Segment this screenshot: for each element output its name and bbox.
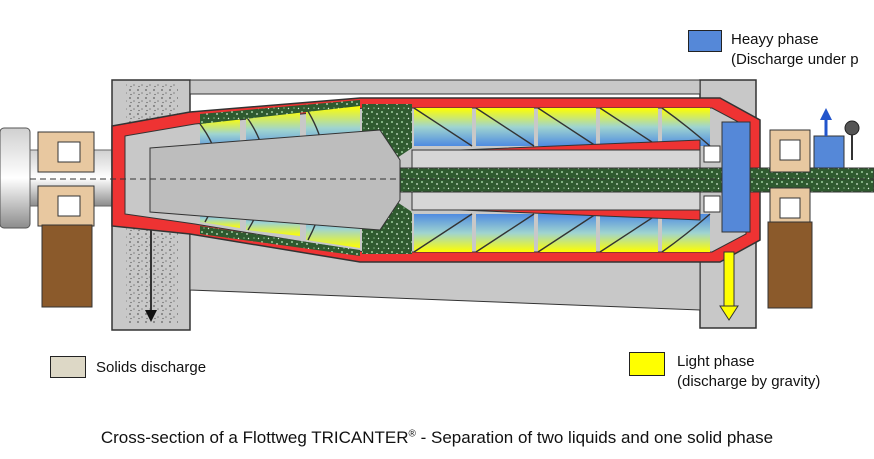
caption-rest: - Separation of two liquids and one soli… [415, 428, 774, 447]
light-phase-note: (discharge by gravity) [677, 373, 821, 390]
caption-main: Cross-section of a Flottweg TRICANTER [100, 428, 409, 447]
heavy-phase-arrow-icon [820, 108, 832, 120]
left-bearing [37, 131, 95, 308]
figure-caption: Cross-section of a Flottweg TRICANTER® -… [0, 428, 874, 448]
solids-discharge-swatch [50, 356, 86, 378]
tricanter-cross-section [0, 79, 874, 331]
right-bearing [703, 120, 860, 309]
conveyor-hub [30, 129, 874, 231]
light-phase-arrow-icon [719, 305, 739, 321]
light-phase-swatch [629, 352, 665, 376]
heavy-phase-note: (Discharge under p [731, 51, 859, 68]
light-phase-label: Light phase [677, 353, 755, 370]
heavy-phase-label: Heayy phase [731, 31, 819, 48]
caption-registered-mark: ® [408, 428, 416, 440]
heavy-phase-swatch [688, 30, 722, 52]
solids-discharge-label: Solids discharge [96, 359, 207, 376]
flow-arrows [145, 108, 832, 322]
solids-arrow-icon [145, 310, 157, 322]
